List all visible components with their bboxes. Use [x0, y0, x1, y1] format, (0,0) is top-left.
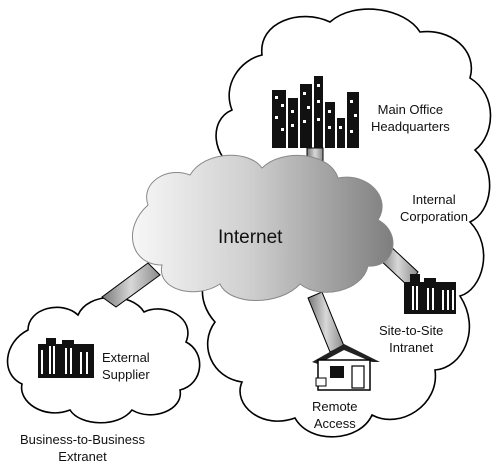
- internal-corporation-label: Internal Corporation: [400, 191, 468, 225]
- supplier-building-icon: [38, 338, 94, 378]
- link-supplier: [101, 262, 161, 308]
- extranet-cloud: [6, 296, 201, 424]
- internet-cloud: [132, 154, 394, 301]
- remote-access-line1: Remote: [312, 399, 358, 414]
- external-supplier-line2: Supplier: [102, 367, 150, 382]
- site-to-site-building-icon: [404, 274, 456, 314]
- internal-corporation-line1: Internal: [412, 192, 456, 207]
- external-supplier-line1: External: [102, 350, 150, 365]
- remote-access-line2: Access: [313, 416, 356, 431]
- headquarters-building-icon: [272, 76, 359, 148]
- remote-house-icon: [312, 344, 380, 391]
- b2b-extranet-line1: Business-to-Business: [20, 432, 145, 447]
- site-to-site-line2: Intranet: [389, 340, 434, 355]
- site-to-site-line1: Site-to-Site: [379, 323, 444, 338]
- b2b-extranet-line2: Extranet: [58, 449, 107, 464]
- internal-corporation-line2: Corporation: [400, 209, 468, 224]
- internet-label: Internet: [218, 227, 283, 248]
- b2b-extranet-label: Business-to-Business Extranet: [20, 431, 145, 465]
- external-supplier-label: External Supplier: [102, 349, 150, 383]
- main-office-line1: Main Office: [377, 102, 444, 117]
- main-office-label: Main Office Headquarters: [371, 101, 450, 135]
- remote-access-label: Remote Access: [312, 398, 358, 432]
- main-office-line2: Headquarters: [371, 119, 450, 134]
- site-to-site-label: Site-to-Site Intranet: [379, 322, 443, 356]
